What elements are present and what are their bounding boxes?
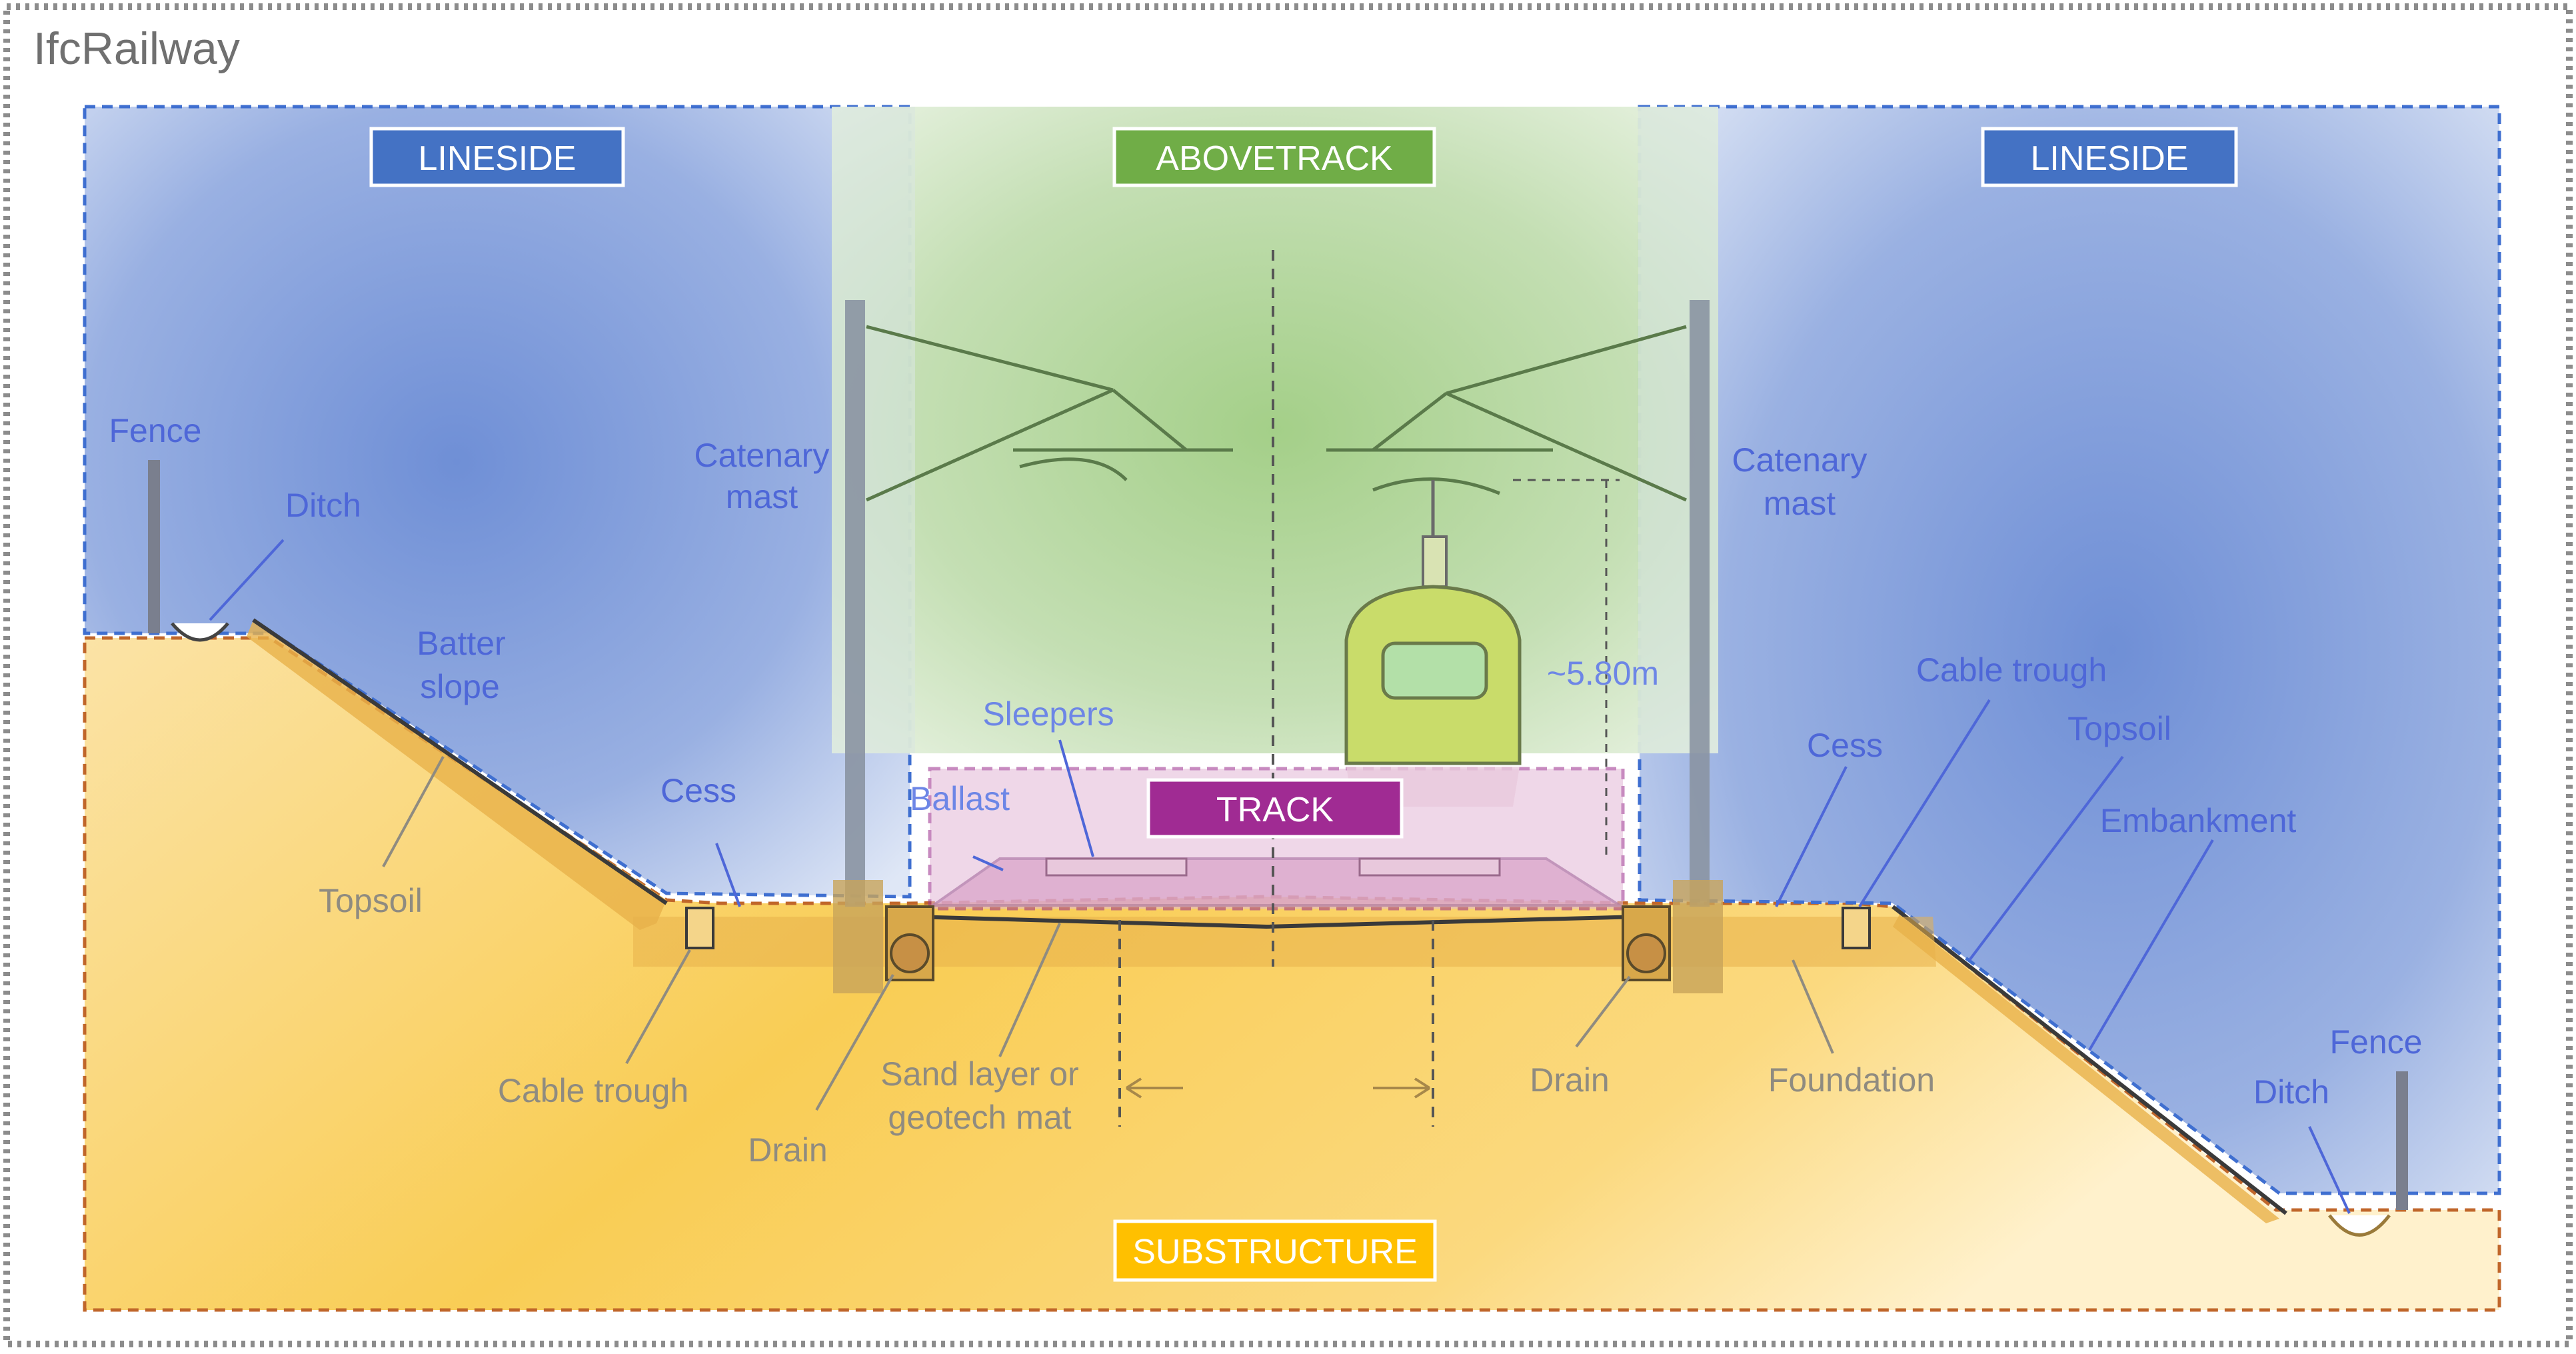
catenary-mast-right [1690, 300, 1710, 907]
drain-right-pipe [1626, 933, 1666, 973]
label-sleepers: Sleepers [982, 695, 1114, 733]
topsoil-left-layer [247, 620, 666, 930]
lineside-right-label: LINESIDE [2031, 139, 2189, 178]
substructure-tag: SUBSTRUCTURE [1113, 1219, 1437, 1282]
mast-foundation-left [833, 880, 883, 993]
batter-slope-left-line [252, 618, 668, 905]
label-drain-right: Drain [1530, 1061, 1609, 1099]
substructure-zone [83, 636, 2501, 1312]
label-fence-left: Fence [109, 412, 202, 449]
label-embankment: Embankment [2100, 802, 2297, 839]
drain-left-pipe [890, 933, 930, 973]
label-fence-right: Fence [2330, 1023, 2423, 1061]
label-drain-left: Drain [748, 1131, 827, 1169]
label-sand-layer-line1: Sand layer or [880, 1055, 1078, 1093]
abovetrack-label: ABOVETRACK [1156, 139, 1393, 178]
label-height: ~5.80m [1547, 655, 1659, 692]
fence-right-post [2396, 1071, 2408, 1210]
cantilever-right [1326, 325, 1688, 502]
page-title: IfcRailway [33, 23, 240, 74]
mast-foundation-right [1673, 880, 1723, 993]
label-batter-slope-line1: Batter [417, 625, 505, 662]
track-tag: TRACK [1146, 778, 1404, 839]
cantilever-left [865, 325, 1233, 502]
label-batter-slope-line2: slope [420, 668, 500, 705]
outer-frame [3, 3, 2573, 1347]
topsoil-right-layer [1893, 915, 2279, 1223]
catenary-mast-left [845, 300, 865, 907]
label-ditch-left: Ditch [285, 487, 361, 524]
label-topsoil-left: Topsoil [319, 882, 423, 919]
lineside-right-zone [1638, 105, 2501, 1195]
label-ditch-right: Ditch [2253, 1073, 2329, 1111]
label-catenary-mast-left-line2: mast [726, 478, 798, 515]
sleeper-right [1358, 857, 1501, 877]
label-ballast: Ballast [910, 780, 1010, 817]
label-foundation: Foundation [1768, 1061, 1935, 1099]
fence-left-post [148, 460, 160, 633]
ditch-right-shape [2328, 1214, 2391, 1237]
label-catenary-mast-right-line2: mast [1764, 485, 1836, 522]
lineside-left-tag: LINESIDE [369, 127, 625, 187]
blue-leader-lines [209, 539, 2351, 1214]
label-sand-layer-line2: geotech mat [888, 1099, 1071, 1136]
pantograph-base [1422, 535, 1448, 588]
grey-leader-lines [382, 756, 1834, 1111]
gauge-arrows [1125, 1077, 1431, 1099]
label-topsoil-right: Topsoil [2067, 710, 2171, 747]
abovetrack-left-overlap [832, 107, 915, 753]
label-cable-trough-left: Cable trough [498, 1072, 688, 1109]
label-catenary-mast-left-line1: Catenary [694, 437, 830, 474]
ballast-shape [928, 857, 1624, 907]
cable-trough-left-box [685, 907, 714, 949]
label-catenary-mast-right-line1: Catenary [1732, 441, 1868, 479]
sleeper-left [1045, 857, 1188, 877]
substructure-label: SUBSTRUCTURE [1132, 1233, 1418, 1271]
label-cess-right: Cess [1807, 727, 1883, 764]
cable-trough-right-box [1842, 907, 1871, 949]
label-cess-left: Cess [660, 772, 736, 809]
foundation-layer [633, 917, 1936, 967]
track-label: TRACK [1216, 791, 1334, 829]
abovetrack-tag: ABOVETRACK [1112, 127, 1436, 187]
lineside-right-tag: LINESIDE [1981, 127, 2238, 187]
abovetrack-zone [832, 107, 1718, 753]
lineside-left-label: LINESIDE [419, 139, 577, 178]
label-cable-trough-right: Cable trough [1916, 651, 2107, 689]
sand-layer-line [912, 915, 1640, 929]
embankment-right-line [1892, 905, 2287, 1215]
train-window [1381, 641, 1488, 700]
ditch-left-shape [171, 622, 229, 642]
